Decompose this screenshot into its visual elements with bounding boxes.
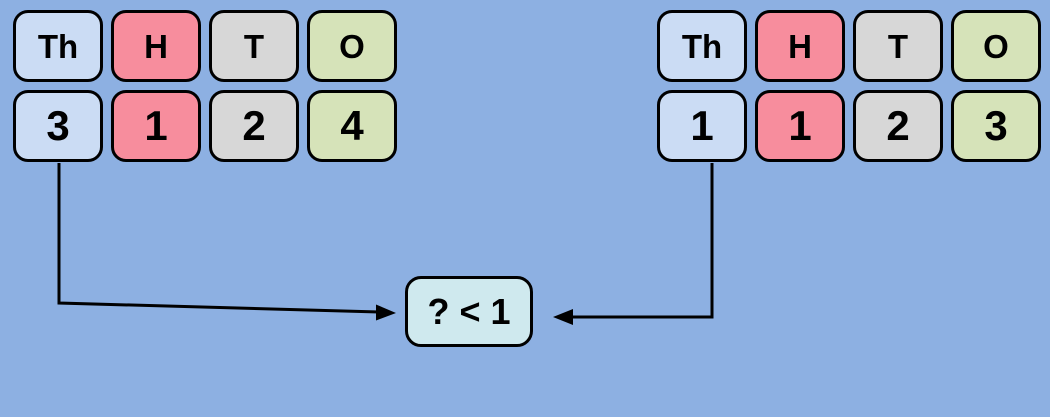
right-arrowhead-icon (553, 309, 573, 325)
right-header-card-ones: O (951, 10, 1041, 82)
left-header-card-hundreds: H (111, 10, 201, 82)
right-place-value-table: Th H T O 1 1 2 3 (657, 10, 1041, 162)
right-value-card-tens: 2 (853, 90, 943, 162)
left-header-card-tens: T (209, 10, 299, 82)
left-place-value-table: Th H T O 3 1 2 4 (13, 10, 397, 162)
right-value-card-thousands: 1 (657, 90, 747, 162)
right-value-card-hundreds: 1 (755, 90, 845, 162)
right-header-card-tens: T (853, 10, 943, 82)
left-value-card-ones: 4 (307, 90, 397, 162)
right-header-card-hundreds: H (755, 10, 845, 82)
left-value-card-hundreds: 1 (111, 90, 201, 162)
left-thousands-arrow (57, 163, 396, 321)
right-thousands-arrow (553, 163, 714, 325)
left-value-card-thousands: 3 (13, 90, 103, 162)
right-value-card-ones: 3 (951, 90, 1041, 162)
left-arrowhead-icon (376, 304, 396, 321)
comparison-label: ? < 1 (427, 290, 511, 332)
comparison-box: ? < 1 (405, 276, 533, 347)
right-header-card-thousands: Th (657, 10, 747, 82)
left-header-card-thousands: Th (13, 10, 103, 82)
left-header-card-ones: O (307, 10, 397, 82)
left-value-card-tens: 2 (209, 90, 299, 162)
